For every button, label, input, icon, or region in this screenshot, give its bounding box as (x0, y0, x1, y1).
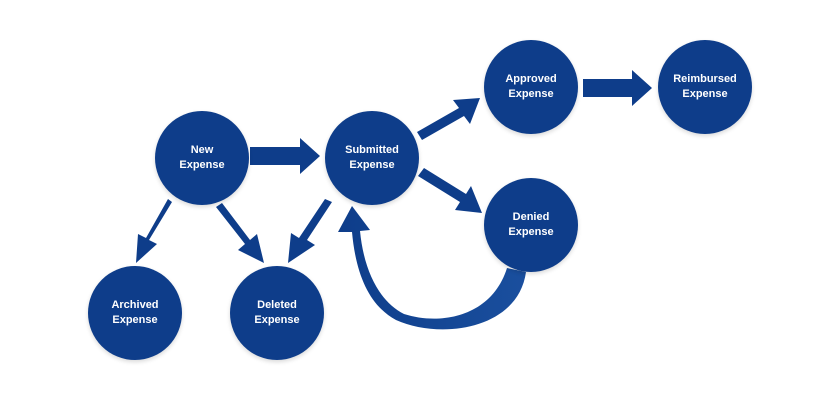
node-reimbursed-expense-label: Reimbursed Expense (673, 73, 737, 100)
node-reimbursed-expense: Reimbursed Expense (658, 40, 752, 134)
arrow-submitted-to-deleted (288, 199, 332, 263)
arrow-submitted-to-denied (418, 168, 482, 213)
node-deleted-expense-label: Deleted Expense (254, 299, 300, 326)
node-denied-expense: Denied Expense (484, 178, 578, 272)
node-new-expense-label: New Expense (179, 144, 225, 171)
arrow-approved-to-reimbursed (583, 70, 652, 106)
node-new-expense: New Expense (155, 111, 249, 205)
arrow-denied-to-submitted (338, 206, 526, 330)
arrow-submitted-to-approved (417, 98, 480, 140)
node-submitted-expense-label: Submitted Expense (345, 144, 399, 171)
node-approved-expense: Approved Expense (484, 40, 578, 134)
arrow-new-to-deleted (216, 203, 264, 263)
arrow-new-to-archived (136, 199, 172, 263)
node-deleted-expense: Deleted Expense (230, 266, 324, 360)
node-approved-expense-label: Approved Expense (505, 73, 557, 100)
arrow-new-to-submitted (250, 138, 320, 174)
node-submitted-expense: Submitted Expense (325, 111, 419, 205)
node-archived-expense: Archived Expense (88, 266, 182, 360)
node-denied-expense-label: Denied Expense (508, 211, 554, 238)
node-archived-expense-label: Archived Expense (111, 299, 159, 326)
